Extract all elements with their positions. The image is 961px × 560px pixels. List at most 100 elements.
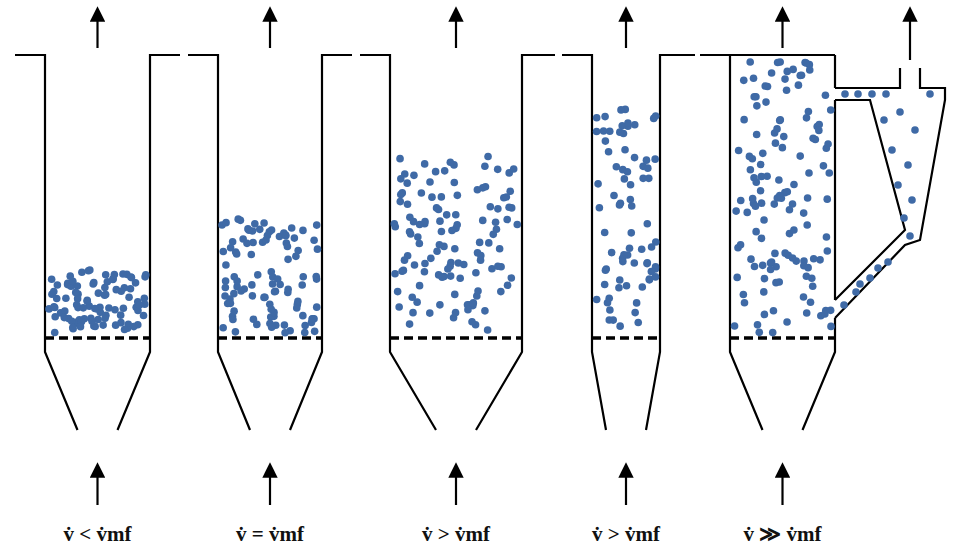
particle [281, 321, 289, 329]
particle [755, 329, 763, 337]
particle [222, 277, 230, 285]
particle [408, 293, 416, 301]
particle [233, 277, 241, 285]
particle [805, 108, 813, 116]
particle [505, 203, 513, 211]
velocity-condition-label: v̇ > v̇mf [592, 522, 660, 547]
particle [789, 200, 797, 208]
particle [652, 112, 660, 120]
particle [628, 202, 636, 210]
particle [396, 155, 404, 163]
particle [496, 245, 504, 253]
particle [740, 291, 748, 299]
particle [747, 255, 755, 263]
particle [470, 299, 478, 307]
particle [426, 309, 434, 317]
particle [311, 328, 319, 336]
particle [772, 139, 780, 147]
particle [824, 140, 832, 148]
particle [809, 282, 817, 290]
particle [271, 288, 279, 296]
particle [219, 248, 227, 256]
particle [504, 281, 512, 289]
gas-outlet-arrow [96, 14, 98, 48]
particle [841, 90, 849, 98]
particle [421, 218, 429, 226]
particle [781, 249, 789, 257]
particle [312, 273, 320, 281]
particle [119, 270, 127, 278]
particle [481, 162, 489, 170]
particle [421, 260, 429, 268]
particle [493, 225, 501, 233]
particle [780, 133, 788, 141]
particle [856, 280, 864, 288]
particle [643, 260, 651, 268]
particle [615, 284, 623, 292]
particle [48, 275, 56, 283]
particle [314, 245, 322, 253]
particle [753, 102, 761, 110]
particle [884, 258, 892, 266]
particle [403, 179, 411, 187]
particle [808, 274, 816, 282]
particle [447, 272, 455, 280]
particle [644, 164, 652, 172]
particle [593, 128, 601, 136]
particle [436, 301, 444, 309]
particle [448, 227, 456, 235]
gas-inlet-arrow [455, 470, 457, 505]
particle [451, 291, 459, 299]
particle [477, 252, 485, 260]
particle [472, 269, 480, 277]
particle [822, 91, 830, 99]
particle [824, 247, 832, 255]
particle [237, 287, 245, 295]
particle [593, 114, 601, 122]
particle [222, 219, 230, 227]
particle [222, 261, 230, 269]
particle [112, 321, 120, 329]
particle [494, 205, 502, 213]
particle [248, 281, 256, 289]
particle [256, 226, 264, 234]
column-wall [15, 55, 78, 430]
particle [749, 155, 757, 163]
particle [616, 276, 624, 284]
particle [416, 240, 424, 248]
particle [435, 206, 443, 214]
particle [479, 217, 487, 225]
particle [443, 211, 451, 219]
particle [268, 323, 276, 331]
particle [911, 126, 919, 134]
particle [609, 316, 617, 324]
particle [219, 324, 227, 332]
particle [610, 192, 618, 200]
particle [227, 300, 235, 308]
particle [232, 328, 240, 336]
particle [753, 131, 761, 139]
particle [868, 90, 876, 98]
particle [410, 218, 418, 226]
particle [816, 256, 824, 264]
particle [805, 169, 813, 177]
particle [798, 71, 806, 79]
particle [775, 176, 783, 184]
particle [750, 74, 758, 82]
velocity-condition-label: v̇ < v̇mf [64, 522, 132, 547]
column-wall [476, 55, 555, 430]
particle [638, 245, 646, 253]
particle [120, 304, 128, 312]
particle [866, 274, 874, 282]
particle [874, 264, 882, 272]
particle [781, 75, 789, 83]
particle [802, 59, 810, 67]
cyclone [835, 100, 905, 300]
particle [807, 298, 815, 306]
particle [608, 249, 616, 257]
particle [800, 293, 808, 301]
particle [453, 221, 461, 229]
particle [737, 241, 745, 249]
particle [626, 244, 634, 252]
particle [89, 280, 97, 288]
